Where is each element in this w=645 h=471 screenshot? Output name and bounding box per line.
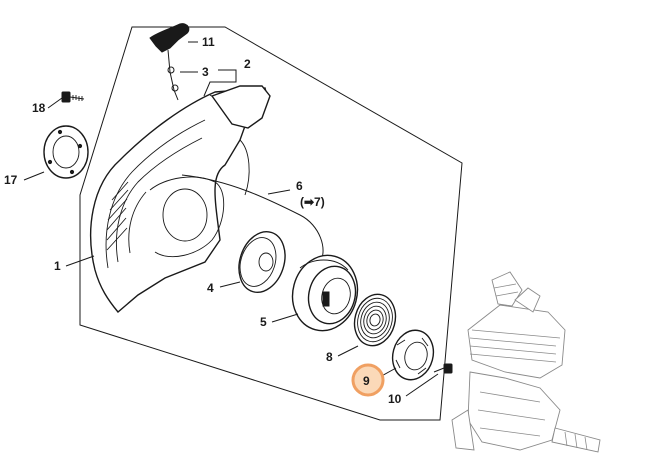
- leader-lines: [23, 41, 439, 397]
- assembly-boundary: [79, 26, 463, 421]
- part-rotor-5: [291, 254, 359, 332]
- part-screw-10: [433, 363, 453, 374]
- label-6-reference: (➡7): [300, 195, 325, 209]
- part-spring-housing-9: [391, 329, 435, 381]
- label-6: 6: [296, 179, 303, 193]
- label-8: 8: [326, 350, 333, 364]
- part-washer-4: [238, 231, 286, 293]
- housing-grille: [106, 181, 129, 251]
- label-2: 2: [244, 57, 251, 71]
- part-fan-housing: [90, 85, 271, 313]
- label-1: 1: [54, 259, 61, 273]
- engine-illustration: [451, 271, 601, 453]
- part-starter-grip: [149, 23, 190, 101]
- label-3: 3: [202, 65, 209, 79]
- part-9-highlight[interactable]: [351, 363, 385, 397]
- label-5: 5: [260, 315, 267, 329]
- label-11: 11: [202, 35, 215, 49]
- label-17: 17: [4, 173, 18, 187]
- label-10: 10: [388, 392, 402, 406]
- label-9[interactable]: 9: [363, 374, 370, 388]
- part-screw-18: [61, 91, 85, 103]
- part-spring-8: [353, 293, 397, 347]
- part-rope-6: [181, 174, 324, 263]
- part-ring-17: [43, 125, 89, 179]
- label-18: 18: [32, 101, 46, 115]
- label-4: 4: [207, 281, 214, 295]
